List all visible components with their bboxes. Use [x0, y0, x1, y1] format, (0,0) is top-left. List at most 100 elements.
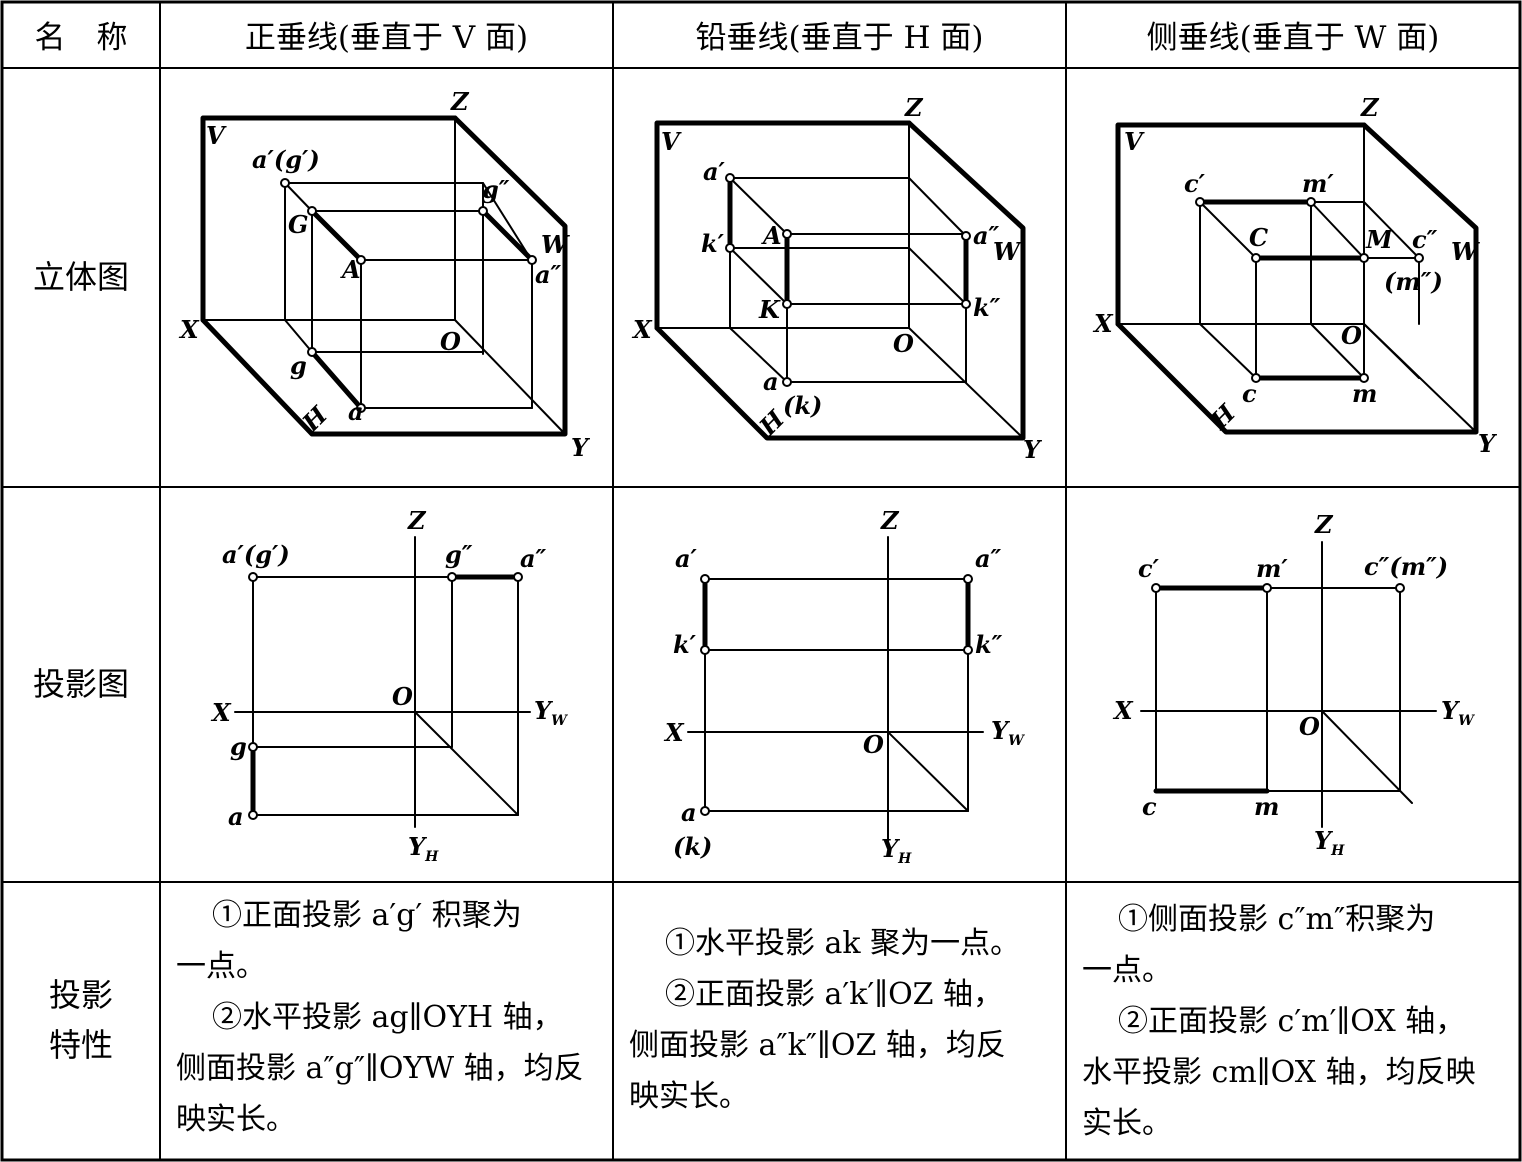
property-line: ①侧面投影 c″m″积聚为	[1118, 902, 1436, 937]
point-label: m′	[1256, 554, 1288, 583]
point-label: g	[290, 351, 307, 380]
label: Z	[450, 87, 470, 116]
point-label: X	[663, 718, 685, 747]
point-label-part: H	[897, 851, 912, 867]
point-label: Y	[1023, 435, 1043, 464]
point-label: (m″)	[1384, 267, 1443, 296]
property-line: ②正面投影 a′k′∥OZ 轴，	[665, 977, 1004, 1012]
point-label: a′(g′)	[252, 145, 320, 174]
point-label: O	[1341, 321, 1362, 350]
point-label: Z	[904, 93, 924, 122]
point-label: g″	[482, 175, 510, 204]
properties-side: ①侧面投影 c″m″积聚为 一点。 ②正面投影 c′m′∥OX 轴， 水平投影 …	[1082, 894, 1476, 1149]
point-label: (k)	[673, 832, 712, 861]
row-label-3d: 立体图	[32, 257, 129, 296]
point-label: a′(g′)	[222, 540, 290, 569]
point-label: m	[1352, 379, 1377, 408]
point-label: c′	[1184, 169, 1206, 198]
projection-diagram-frontal: Z a′(g′) g″ a″ X O YW g a YH	[210, 506, 568, 865]
property-line: ②正面投影 c′m′∥OX 轴，	[1118, 1004, 1466, 1039]
point-label: YW	[1441, 696, 1475, 729]
point-label: c	[1242, 379, 1257, 408]
point-label: k′	[673, 630, 697, 659]
point-label: O	[863, 730, 884, 759]
point-label: V	[1124, 127, 1145, 156]
point-label: k″	[975, 630, 1003, 659]
point-label: X	[631, 315, 653, 344]
property-line: ①水平投影 ak 聚为一点。	[665, 926, 1021, 961]
point-label: X	[210, 698, 232, 727]
property-line: 侧面投影 a″k″∥OZ 轴，均反	[629, 1028, 1006, 1063]
projection-diagram-side: Z c′ m′ c″(m″) X O YW c m YH	[1112, 510, 1475, 859]
point-label: YW	[534, 696, 568, 729]
header-vertical-perpendicular: 铅垂线(垂直于 H 面)	[695, 19, 984, 56]
iso-diagram-vertical: Z V a′ k′ A a″ W K k″ X O a H (k) Y	[631, 93, 1043, 464]
point-label-part: Y	[1314, 826, 1334, 855]
point-label: V	[661, 127, 682, 156]
point-label: YW	[991, 716, 1025, 749]
point-label: Y	[571, 433, 591, 462]
point-label: O	[440, 327, 461, 356]
point-label: X	[1092, 309, 1114, 338]
point-label: a′	[675, 544, 698, 573]
point-label: a″	[535, 260, 562, 289]
point-label: A	[761, 221, 782, 250]
point-label: Z	[880, 506, 900, 535]
point-label: K	[758, 295, 781, 324]
point-label: c″(m″)	[1364, 552, 1448, 581]
point-label: a	[763, 367, 779, 396]
point-label: G	[288, 210, 309, 239]
property-line: 一点。	[176, 949, 266, 984]
row-label-properties: 投影 特性	[48, 976, 113, 1064]
point-label: M	[1365, 225, 1394, 254]
point-label: A	[340, 255, 361, 284]
header-frontal-perpendicular: 正垂线(垂直于 V 面)	[244, 19, 529, 56]
point-label: Z	[1360, 93, 1380, 122]
point-label: O	[893, 329, 914, 358]
property-line: 映实长。	[629, 1079, 749, 1114]
point-label: a″	[973, 221, 1000, 250]
property-line: ②水平投影 ag∥OYH 轴，	[212, 1000, 563, 1035]
point-label: a	[348, 397, 364, 426]
point-label: W	[541, 230, 570, 259]
point-label: a″	[975, 544, 1002, 573]
point-label: YH	[881, 834, 912, 867]
property-line: ①正面投影 a′g′ 积聚为	[212, 898, 522, 933]
point-label: k″	[973, 293, 1001, 322]
point-label: YH	[408, 832, 439, 865]
property-line: 实长。	[1082, 1106, 1172, 1141]
point-label: X	[178, 315, 200, 344]
point-label: k′	[701, 229, 725, 258]
point-label-part: W	[1458, 713, 1475, 729]
property-line: 一点。	[1082, 953, 1172, 988]
point-label: (k)	[783, 391, 822, 420]
point-label: a′	[703, 157, 726, 186]
point-label: Z	[1314, 510, 1334, 539]
point-label: c′	[1138, 554, 1160, 583]
iso-diagram-frontal: Z V a′(g′) g″ G W A a″ X O g H a Y	[178, 87, 591, 462]
property-line: 侧面投影 a″g″∥OYW 轴，均反	[176, 1051, 584, 1086]
point-label: m′	[1302, 169, 1334, 198]
point-label: X	[1112, 696, 1134, 725]
point-label: V	[206, 121, 227, 150]
point-label-part: Y	[534, 696, 554, 725]
header-name: 名 称	[34, 19, 128, 56]
iso-diagram-side: Z V c′ m′ C M c″ W (m″) X O c m H Y	[1092, 93, 1498, 458]
point-label: c	[1142, 792, 1157, 821]
point-label: a″	[520, 544, 547, 573]
point-label: g″	[445, 540, 473, 569]
point-label: a	[228, 802, 244, 831]
point-label: YH	[1314, 826, 1345, 859]
point-label: Z	[407, 506, 427, 535]
point-label: W	[1451, 237, 1480, 266]
point-label: m	[1254, 792, 1279, 821]
point-label: C	[1249, 223, 1268, 252]
point-label: a	[681, 798, 697, 827]
point-label: W	[993, 237, 1022, 266]
properties-vertical: ①水平投影 ak 聚为一点。 ②正面投影 a′k′∥OZ 轴， 侧面投影 a″k…	[629, 918, 1020, 1122]
property-line: 水平投影 cm∥OX 轴，均反映	[1082, 1055, 1476, 1090]
point-label-part: Y	[991, 716, 1011, 745]
header-side-perpendicular: 侧垂线(垂直于 W 面)	[1146, 19, 1440, 56]
point-label-part: H	[424, 849, 439, 865]
